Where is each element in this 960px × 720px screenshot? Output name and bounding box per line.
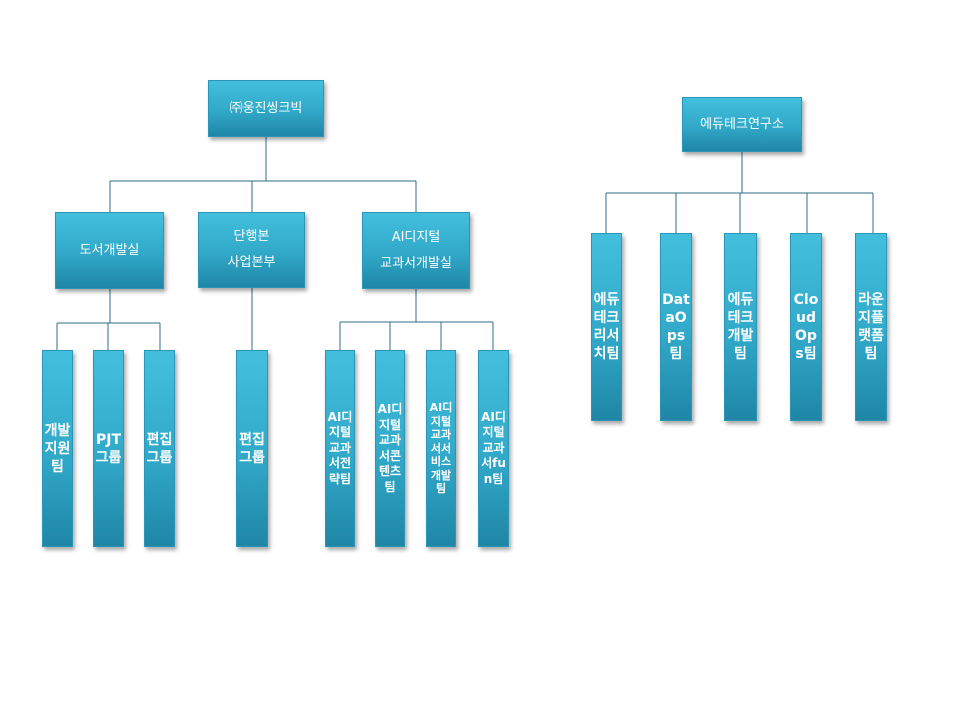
team-node-ai-fun: AI디지털교과서fun팀 <box>478 350 509 547</box>
division-node-book-dev: 도서개발실 <box>55 212 164 289</box>
root-node-edutech-lab: 에듀테크연구소 <box>682 97 802 152</box>
team-node-dev-support: 개발지원팀 <box>42 350 73 547</box>
team-node-edutech-dev: 에듀테크개발팀 <box>724 233 757 421</box>
team-node-dataops: DataOps팀 <box>660 233 692 421</box>
team-node-edit-group-1: 편집그룹 <box>144 350 175 547</box>
root-node-woongjin: ㈜웅진씽크빅 <box>208 80 324 137</box>
team-node-edit-group-2: 편집그룹 <box>236 350 268 547</box>
team-node-cloudops: CloudOps팀 <box>790 233 822 421</box>
team-node-pjt-group: PJT그룹 <box>93 350 124 547</box>
division-node-single-book: 단행본 사업본부 <box>198 212 305 288</box>
connector-division-1 <box>56 289 161 350</box>
team-node-lounge-platform: 라운지플랫폼팀 <box>855 233 887 421</box>
team-node-ai-contents: AI디지털교과서콘텐츠팀 <box>375 350 405 547</box>
connector-root-right <box>605 152 874 233</box>
team-node-ai-service-dev: AI디지털교과서서비스개발팀 <box>426 350 456 547</box>
division-node-ai-textbook: AI디지털 교과서개발실 <box>362 212 470 289</box>
team-node-edutech-research: 에듀테크리서치팀 <box>591 233 622 421</box>
team-node-ai-strategy: AI디지털교과서전략팀 <box>325 350 355 547</box>
connector-root-left <box>109 137 417 212</box>
connector-division-3 <box>339 289 494 350</box>
